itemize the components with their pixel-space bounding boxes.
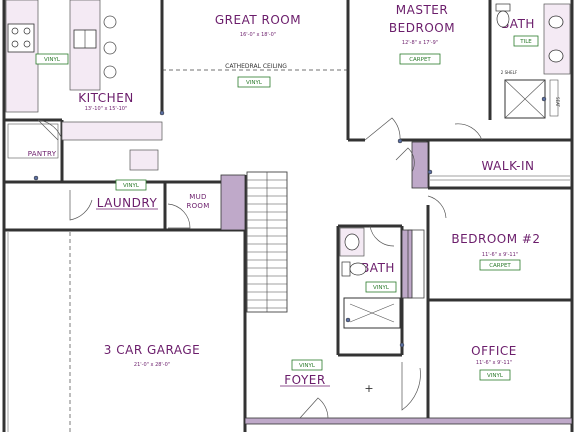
toilet-icon: [495, 3, 511, 28]
stair-treads: [247, 179, 287, 309]
kitchen-material-box: [35, 53, 69, 65]
bedroom2-closet: [407, 229, 425, 299]
bath2-name: BATH: [361, 261, 395, 275]
kitchen-dims: 13'-10" x 15'-10": [85, 106, 128, 112]
great-room-material: VINYL: [246, 80, 263, 86]
stool-icon: [103, 65, 117, 79]
shower-icon: [504, 79, 559, 119]
sink-icon: [548, 49, 564, 63]
laundry-door: [69, 190, 93, 221]
fixture-markers: [33, 96, 547, 348]
bath-wall-fill: [401, 229, 413, 299]
bedroom2-dims: 11'-6" x 9'-11": [482, 252, 518, 258]
walk-in-door: [395, 147, 415, 173]
bath2-material: VINYL: [373, 285, 390, 291]
foyer-material: VINYL: [299, 363, 316, 369]
shelf-note: 2 SHELF: [501, 70, 518, 75]
bedroom2-material: CARPET: [489, 263, 511, 269]
laundry-material: VINYL: [123, 183, 140, 189]
bath2-material-box: [365, 281, 397, 293]
master-material-box: [399, 53, 441, 65]
kitchen-fixtures: [5, 0, 163, 171]
bath2-toilet-icon: [341, 261, 367, 277]
laundry-name: LAUNDRY: [97, 196, 158, 210]
great-room-dims: 16'-0" x 18'-0": [240, 32, 276, 38]
sink-icon: [548, 15, 564, 29]
foyer-material-box: [291, 359, 323, 371]
master-bath-name: BATH: [501, 17, 535, 31]
master-material: CARPET: [409, 57, 431, 63]
mud-room-door: [167, 203, 191, 229]
office-name: OFFICE: [471, 344, 517, 358]
master-bedroom-name-2: BEDROOM: [389, 21, 455, 35]
great-room-material-box: [237, 76, 271, 88]
pantry-name: PANTRY: [28, 150, 57, 158]
stool-icon: [103, 15, 117, 29]
kitchen-material: VINYL: [44, 57, 61, 63]
office-material: VINYL: [487, 373, 504, 379]
garage-name: 3 CAR GARAGE: [104, 343, 200, 357]
office-door: [401, 362, 421, 411]
bath2-door: [369, 225, 395, 247]
office-material-box: [479, 369, 511, 381]
light-fixture-icon: +: [364, 382, 373, 395]
stool-icon: [103, 41, 117, 55]
front-wall: [244, 417, 573, 425]
master-bath-material-box: [513, 35, 539, 47]
mud-room-name-1: MUD: [189, 193, 206, 201]
seat-note: SEAT: [555, 97, 560, 107]
vanity: [543, 3, 571, 75]
great-room-ceiling-note: CATHEDRAL CEILING: [225, 63, 287, 70]
office-dims: 11'-6" x 9'-11": [476, 360, 512, 366]
mud-room-name-2: ROOM: [186, 202, 209, 210]
garage-dims: 21'-0" x 28'-0": [134, 362, 170, 368]
master-bath-material: TILE: [519, 39, 532, 45]
bedroom2-material-box: [479, 259, 521, 271]
front-door: [299, 397, 329, 419]
walk-in-name: WALK-IN: [481, 159, 534, 173]
master-door: [364, 117, 401, 141]
laundry-material-box: [115, 179, 147, 191]
range-icon: [7, 23, 35, 53]
bedroom2-door: [427, 195, 447, 219]
bath2-sink-icon: [339, 227, 365, 257]
bedroom2-name: BEDROOM #2: [451, 232, 540, 246]
foyer-name: FOYER: [284, 373, 325, 387]
bath-door: [454, 123, 483, 141]
master-bedroom-dims: 12'-8" x 17'-9": [402, 40, 438, 46]
walk-in-wall: [411, 141, 429, 189]
mud-room-wall: [220, 174, 246, 231]
bathtub-icon: [343, 297, 401, 329]
master-bedroom-name-1: MASTER: [396, 3, 448, 17]
stairs: [246, 171, 288, 313]
pantry-door: [37, 119, 63, 141]
kitchen-name: KITCHEN: [78, 91, 134, 105]
great-room-name: GREAT ROOM: [215, 13, 301, 27]
